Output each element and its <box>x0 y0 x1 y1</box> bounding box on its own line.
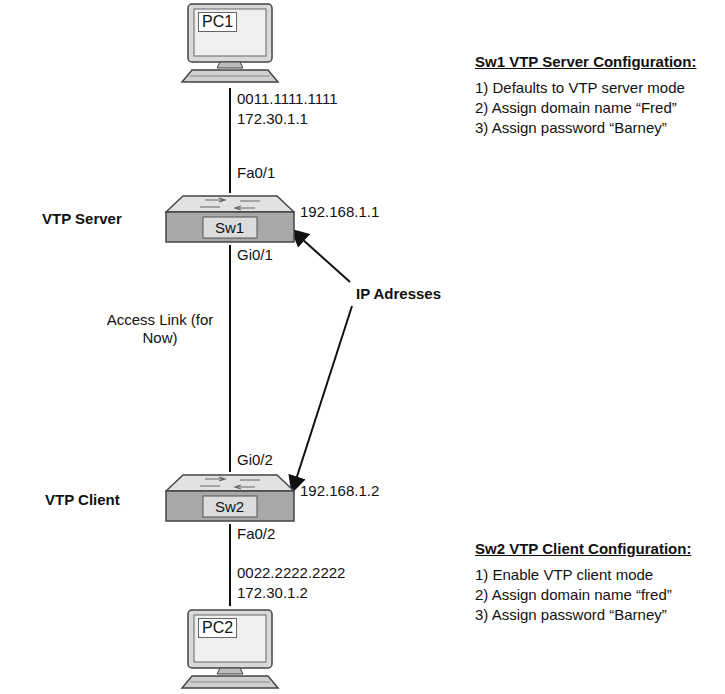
port-name: Fa0/1 <box>237 164 275 182</box>
role-label: VTP Server <box>42 210 122 228</box>
device-name: Sw1 <box>215 219 244 236</box>
mac-address: 0022.2222.2222 <box>237 564 345 582</box>
config-step: 2) Assign domain name “fred” <box>475 586 672 604</box>
config-heading: Sw2 VTP Client Configuration: <box>475 540 691 558</box>
link-line <box>229 88 231 193</box>
role-label: VTP Client <box>45 491 120 509</box>
switch-node: Sw2 <box>165 474 295 522</box>
config-step: 3) Assign password “Barney” <box>475 606 667 624</box>
config-step: 1) Enable VTP client mode <box>475 566 653 584</box>
device-name: PC2 <box>198 618 237 638</box>
ip-address: 192.168.1.1 <box>300 203 379 221</box>
port-name: Gi0/2 <box>237 451 273 469</box>
ip-address: 192.168.1.2 <box>300 482 379 500</box>
ip-address: 172.30.1.2 <box>237 584 308 602</box>
leader-arrow <box>292 230 350 282</box>
switch-node: Sw1 <box>165 195 295 243</box>
config-step: 2) Assign domain name “Fred” <box>475 99 677 117</box>
device-name: PC1 <box>198 12 237 32</box>
leader-arrow <box>292 306 352 492</box>
port-name: Fa0/2 <box>237 525 275 543</box>
config-step: 1) Defaults to VTP server mode <box>475 79 685 97</box>
link-line <box>229 245 231 472</box>
config-step: 3) Assign password “Barney” <box>475 119 667 137</box>
callout-text: IP Adresses <box>356 285 441 303</box>
pc-node: PC1 <box>180 2 280 86</box>
device-name: Sw2 <box>215 498 244 515</box>
config-heading: Sw1 VTP Server Configuration: <box>475 53 696 71</box>
link-label: Access Link (for Now) <box>105 311 215 347</box>
link-line <box>229 524 231 606</box>
port-name: Gi0/1 <box>237 246 273 264</box>
ip-address: 172.30.1.1 <box>237 110 308 128</box>
pc-node: PC2 <box>180 608 280 692</box>
mac-address: 0011.1111.1111 <box>237 90 338 108</box>
